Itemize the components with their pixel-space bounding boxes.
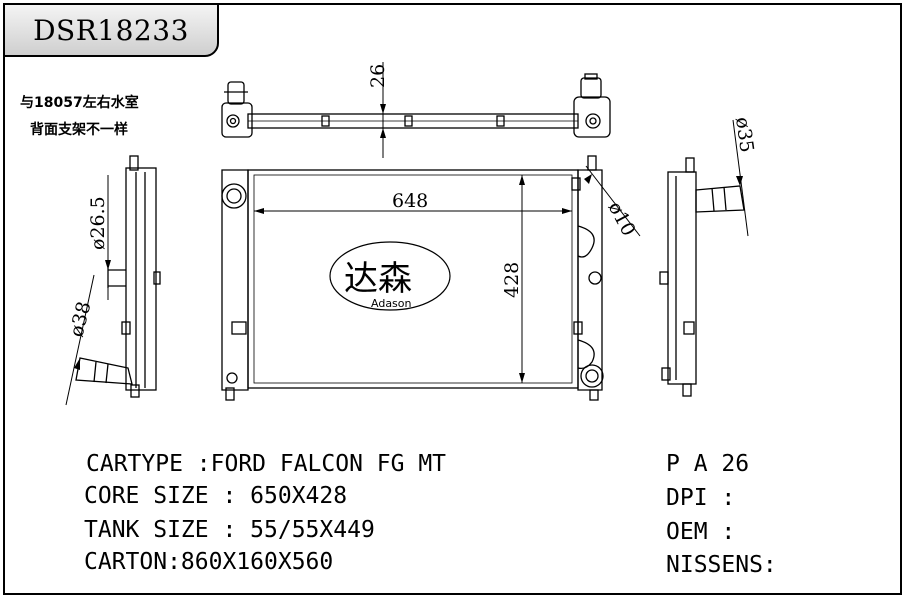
front-core-view: 648 428 ø10 达森 Adason [221,155,641,401]
part-code-tab: DSR18233 [3,3,219,57]
spec-oem: OEM : [666,519,736,545]
dim-line-38 [65,274,95,406]
bracket-left-end [221,102,253,138]
logo-english-text: Adason [371,297,412,310]
dim-label-38: ø38 [66,299,96,339]
spec-dpi: DPI : [666,485,736,511]
left-outlet-pipe [75,357,133,385]
dim-label-428: 428 [501,262,523,298]
spec-nissens: NISSENS: [666,552,777,578]
logo-chinese-text: 达森 [344,259,412,299]
spec-carton: CARTON:860X160X560 [84,549,334,575]
right-side-view: ø35 [659,116,758,397]
front-left-tank [221,169,249,391]
right-outlet-pipe [695,185,745,213]
dim-label-26-5: ø26.5 [87,196,109,250]
right-tank [667,171,697,385]
bracket-right-end [573,96,611,138]
dim-label-26: 26 [367,64,389,88]
note-line-2: 背面支架不一样 [30,122,128,138]
part-code: DSR18233 [33,13,189,47]
dim-label-648: 648 [392,190,428,212]
dim-line-10 [585,165,641,237]
spec-core-size: CORE SIZE : 650X428 [84,483,348,509]
spec-cartype: CARTYPE :FORD FALCON FG MT [86,451,447,477]
left-side-view: ø26.5 ø38 [65,155,161,406]
spec-pa: P A 26 [666,451,750,477]
top-bracket-view: 26 [221,62,611,158]
adason-logo [329,241,451,311]
dim-label-35: ø35 [731,116,758,154]
spec-tank-size: TANK SIZE : 55/55X449 [84,517,375,543]
drawing-frame [3,3,902,595]
left-tank [125,167,157,391]
dim-label-10: ø10 [604,198,640,240]
note-line-1: 与18057左右水室 [20,95,139,111]
